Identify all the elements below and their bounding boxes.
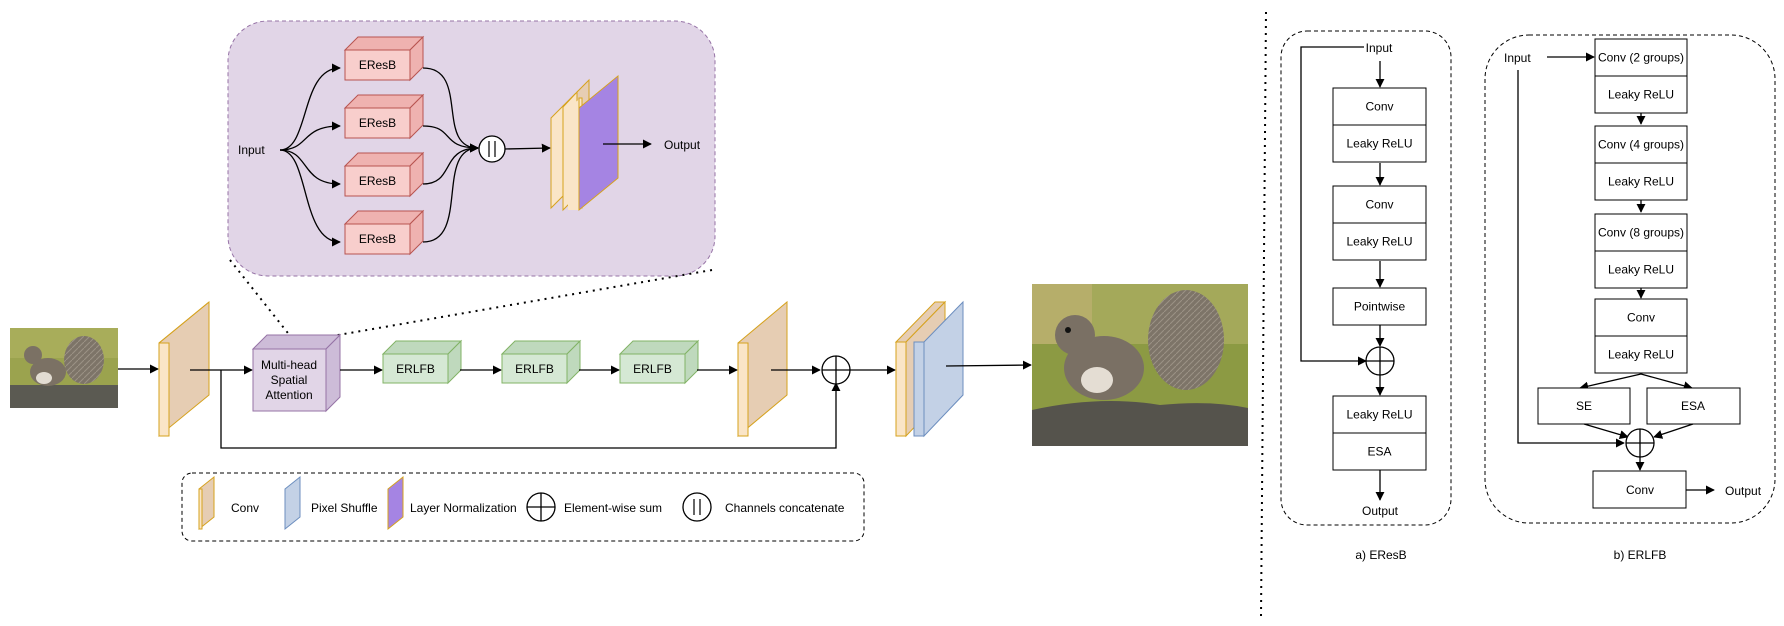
mhsa-label-line1: Multi-head [261,358,317,372]
erlfb-detail-block-label: Leaky ReLU [1608,88,1674,102]
erlfb-block-label: ERLFB [515,362,554,376]
eresb-block: EResB [343,35,425,82]
mhsa-label-line2: Spatial [271,373,308,387]
legend-pixel-shuffle-label: Pixel Shuffle [311,501,378,515]
eresb-detail-frame [1280,30,1452,526]
sum-symbol [821,355,851,385]
eresb-block-label: EResB [359,116,396,130]
eresb-residual-path [1300,46,1367,366]
eresb-detail-block: Leaky ReLU ESA [1332,395,1427,471]
eresb-detail-block-label: Conv [1365,100,1393,114]
erlfb-block-label: ERLFB [396,362,435,376]
erlfb-input-label: Input [1504,51,1531,65]
eresb-detail-block-label: ESA [1367,445,1391,459]
eresb-block: EResB [343,151,425,198]
erlfb-output-label: Output [1725,484,1762,498]
eresb-block: EResB [343,209,425,256]
erlfb-detail-block-label: Conv (8 groups) [1598,226,1684,240]
concat-symbol [478,135,506,163]
eresb-input-label: Input [1366,41,1393,55]
conv-block-2 [737,300,788,438]
erlfb-detail-block-label: Leaky ReLU [1608,263,1674,277]
erlfb-detail-block: Conv (4 groups) Leaky ReLU [1594,125,1688,201]
eresb-detail-block: Pointwise [1332,287,1427,326]
eresb-block-label: EResB [359,232,396,246]
erlfb-sum-symbol [1625,428,1655,458]
main-pipeline: Multi-head Spatial Attention ERLFB ERLFB E… [10,284,1248,449]
eresb-output-label: Output [1362,504,1399,518]
mhsa-block: Multi-head Spatial Attention [251,333,342,413]
legend-concat-label: Channels concatenate [725,501,845,515]
erlfb-block: ERLFB [618,339,700,385]
legend-sum-icon [526,492,556,522]
legend-box [181,472,865,542]
erlfb-se-block: SE [1537,387,1631,425]
erlfb-arrow-to-esa [1640,373,1693,391]
erlfb-detail-block-label: Leaky ReLU [1608,175,1674,189]
erlfb-final-conv-block: Conv [1592,470,1687,509]
erlfb-block-label: ERLFB [633,362,672,376]
eresb-sum-symbol [1365,346,1395,376]
eresb-caption: a) EResB [1355,548,1406,562]
legend: Conv Pixel Shuffle Layer Normalization E… [181,472,865,542]
arrow-to-output-image [945,360,1032,370]
legend-sum-label: Element-wise sum [564,501,662,515]
eresb-block-label: EResB [359,58,396,72]
zoom-output-label: Output [664,138,701,152]
vertical-separator [1260,11,1267,617]
erlfb-detail-block-label: Conv (4 groups) [1598,138,1684,152]
erlfb-caption: b) ERLFB [1614,548,1667,562]
erlfb-detail-block: Conv (8 groups) Leaky ReLU [1594,213,1688,289]
upsample-stack [894,300,964,438]
erlfb-arrow-esa-to-sum [1653,423,1694,439]
arrow-concat-to-conv [504,143,551,153]
erlfb-detail-frame [1484,34,1776,524]
eresb-block-label: EResB [359,174,396,188]
mhsa-label-line3: Attention [265,388,312,402]
erlfb-arrow-se-to-sum [1583,423,1629,440]
legend-conv-label: Conv [231,501,259,515]
eresb-detail-block-label: Pointwise [1354,300,1406,314]
mhsa-zoom-panel: Input EResB EResB EResB EResB [227,20,716,343]
erlfb-residual-path [1517,70,1625,448]
erlfb-detail-block-label: Conv (2 groups) [1598,51,1684,65]
erlfb-final-conv-label: Conv [1626,483,1654,497]
eresb-detail-block-label: Leaky ReLU [1346,408,1412,422]
erlfb-esa-block: ESA [1646,387,1741,425]
zoom-output-stack [550,74,619,212]
legend-conv-icon [198,475,215,531]
erlfb-detail-block: Conv (2 groups) Leaky ReLU [1594,38,1688,114]
erlfb-detail-block-label: Leaky ReLU [1608,348,1674,362]
eresb-detail-block-label: Conv [1365,198,1393,212]
zoom-connector-right [297,269,713,343]
erlfb-detail-block-label: Conv [1627,311,1655,325]
erlfb-block: ERLFB [500,339,582,385]
input-image [10,328,118,408]
legend-concat-icon [682,492,712,522]
output-image [1032,284,1248,446]
erlfb-se-label: SE [1576,399,1592,413]
erlfb-esa-label: ESA [1681,399,1705,413]
erlfb-block: ERLFB [381,339,463,385]
eresb-detail-block-label: Leaky ReLU [1346,137,1412,151]
conv-block-1 [158,300,210,438]
eresb-detail-block-label: Leaky ReLU [1346,235,1412,249]
eresb-block: EResB [343,93,425,140]
zoom-input-curves [279,63,341,247]
skip-connection [220,370,841,449]
legend-pixel-shuffle-icon [284,475,301,531]
legend-layer-norm-label: Layer Normalization [410,501,517,515]
zoom-merge-curves [422,67,479,243]
legend-layer-norm-icon [387,475,404,531]
erlfb-arrow-to-se [1579,373,1642,391]
zoom-input-label: Input [238,143,265,157]
